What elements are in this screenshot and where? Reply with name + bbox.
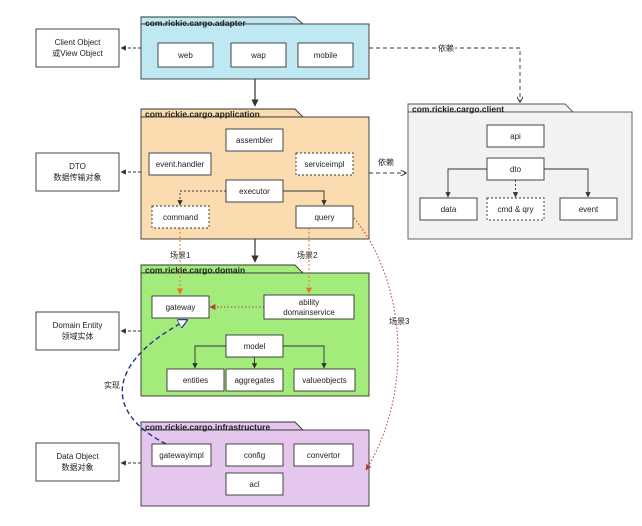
mobile-box	[297, 42, 354, 68]
executor-to-command-arrow	[177, 190, 226, 206]
application-package-title: com.rickie.cargo.application	[145, 109, 260, 119]
adapter-package: com.rickie.cargo.adapter web wap mobile	[140, 16, 370, 80]
wap-label: wap	[250, 51, 266, 60]
query-label: query	[314, 213, 334, 222]
gatewayimpl-label: gatewayimpl	[159, 451, 204, 460]
model-to-valueobjects-arrow	[283, 345, 327, 369]
infrastructure-package-title: com.rickie.cargo.infrastructure	[145, 422, 270, 432]
event-label: event	[579, 205, 599, 214]
executor-label: executor	[239, 187, 270, 196]
scene2-label: 场景2	[297, 251, 318, 260]
client-package-title: com.rickie.cargo.client	[412, 104, 504, 114]
ability-label: ability	[299, 298, 319, 307]
scene1-label: 场景1	[170, 251, 191, 260]
implements-label: 实现	[104, 380, 120, 390]
valueobjects-box	[293, 368, 356, 392]
data-object-line2: 数据对象	[62, 462, 94, 472]
web-box	[157, 42, 214, 68]
event-handler-box	[148, 152, 212, 176]
aggregates-box	[225, 368, 284, 392]
cmd-qry-box	[486, 197, 545, 221]
client-package: com.rickie.cargo.client api dto data cmd…	[407, 103, 633, 240]
data-object-box	[35, 442, 120, 482]
application-package: com.rickie.cargo.application assembler e…	[140, 108, 370, 240]
gateway-label: gateway	[166, 303, 196, 312]
model-label: model	[244, 342, 266, 351]
dto-object-line1: DTO	[69, 162, 86, 171]
client-object-line2: 或View Object	[52, 48, 103, 58]
dto-to-event-arrow	[544, 168, 591, 198]
gatewayimpl-box	[151, 443, 212, 467]
dto-object-line2: 数据传输对象	[54, 172, 102, 182]
adapter-depends-client-arrow	[369, 47, 520, 102]
model-to-entities-arrow	[192, 345, 226, 369]
api-label: api	[510, 132, 521, 141]
dto-object-box	[35, 152, 120, 192]
domain-package-title: com.rickie.cargo.domain	[145, 265, 245, 275]
api-box	[486, 124, 545, 148]
dto-to-data-arrow	[445, 168, 487, 198]
depends-top-label: 依赖	[438, 43, 454, 53]
cmd-qry-label: cmd & qry	[497, 205, 533, 214]
data-label: data	[441, 205, 457, 214]
data-box	[419, 197, 478, 221]
valueobjects-label: valueobjects	[302, 376, 346, 385]
command-box	[151, 205, 210, 229]
client-object-line1: Client Object	[55, 38, 102, 47]
client-object-box	[35, 28, 120, 68]
client-dto-label: dto	[510, 165, 522, 174]
executor-to-query-arrow	[283, 190, 327, 206]
config-box	[225, 443, 284, 467]
domain-entity-line2: 领域实体	[62, 331, 94, 341]
assembler-box	[225, 128, 284, 152]
data-object-line1: Data Object	[56, 452, 99, 461]
domain-entity-line1: Domain Entity	[53, 321, 103, 330]
convertor-label: convertor	[307, 451, 341, 460]
domain-package: com.rickie.cargo.domain gateway ability …	[140, 264, 370, 397]
serviceimpl-label: serviceimpl	[304, 160, 344, 169]
depends-mid-label: 依赖	[378, 157, 394, 167]
domain-entity-node: Domain Entity 领域实体	[35, 311, 120, 351]
config-label: config	[244, 451, 265, 460]
adapter-package-title: com.rickie.cargo.adapter	[145, 18, 246, 28]
acl-box	[225, 472, 284, 496]
event-handler-label: event.handler	[156, 160, 205, 169]
convertor-box	[293, 443, 354, 467]
entities-label: entities	[183, 376, 208, 385]
mobile-label: mobile	[314, 51, 338, 60]
entities-box	[166, 368, 225, 392]
wap-box	[230, 42, 287, 68]
serviceimpl-box	[295, 152, 354, 176]
implements-arrow	[121, 320, 187, 445]
gateway-box	[151, 295, 210, 319]
acl-label: acl	[249, 480, 259, 489]
domain-entity-box	[35, 311, 120, 351]
scene3-arrow	[353, 217, 399, 471]
web-label: web	[177, 51, 193, 60]
aggregates-label: aggregates	[234, 376, 274, 385]
query-box	[295, 205, 354, 229]
infrastructure-package: com.rickie.cargo.infrastructure gatewayi…	[140, 421, 370, 507]
client-object-node: Client Object 或View Object	[35, 28, 120, 68]
event-box	[559, 197, 618, 221]
assembler-label: assembler	[236, 136, 273, 145]
dto-node: DTO 数据传输对象	[35, 152, 120, 192]
domainservice-label: domainservice	[283, 308, 335, 317]
scene3-label: 场景3	[389, 317, 410, 326]
data-object-node: Data Object 数据对象	[35, 442, 120, 482]
command-label: command	[163, 213, 198, 222]
